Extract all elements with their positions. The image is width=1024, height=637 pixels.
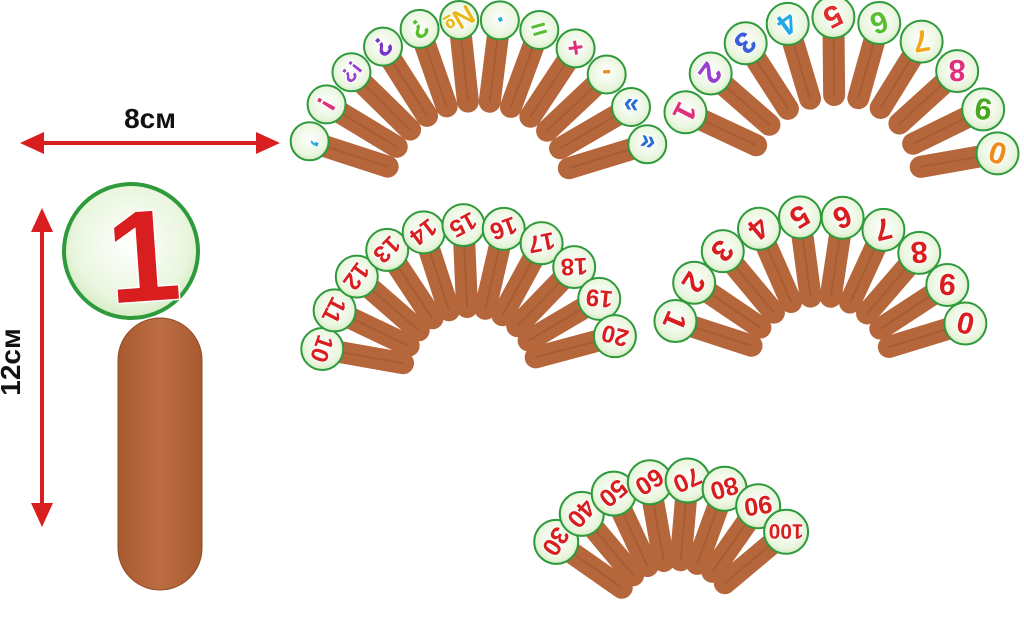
paddle-label: 90 (742, 489, 774, 521)
height-arrow-bottom-head (31, 503, 53, 527)
fan-sticks (298, 8, 659, 180)
main-paddle: 1 (62, 179, 203, 591)
paddle-label: 18 (560, 252, 588, 280)
paddle-disk (586, 54, 627, 95)
paddle-disk (899, 19, 944, 64)
paddle-label: 100 (769, 519, 804, 542)
paddle-disk (763, 508, 810, 555)
paddle-label: » (622, 90, 640, 122)
paddle-disk (306, 84, 347, 125)
paddle-disk (439, 0, 480, 40)
paddle-disk (975, 131, 1020, 176)
main-paddle-disk (62, 182, 200, 320)
height-label: 12см (0, 328, 26, 395)
paddle-disk (363, 26, 404, 67)
paddle-label: № (438, 0, 480, 41)
paddle-disk (943, 301, 988, 346)
width-arrow-left-head (20, 132, 44, 154)
paddle-disk (552, 245, 597, 290)
paddle-disk (289, 121, 330, 162)
paddle-disk (519, 221, 564, 266)
width-arrow-right-head (256, 132, 280, 154)
paddle-disk (334, 254, 379, 299)
paddle-disk (611, 87, 652, 128)
paddle-disk (861, 207, 906, 252)
paddle-disk (961, 87, 1006, 132)
paddle-label: 19 (585, 283, 614, 313)
paddle-disk (857, 1, 902, 46)
paddle-disk (811, 0, 856, 40)
paddle-label: 8 (948, 53, 965, 87)
paddle-disk (481, 206, 526, 251)
paddle-label: 7 (910, 22, 932, 58)
paddle-label: - (602, 58, 612, 89)
paddle-label: 8 (909, 234, 929, 269)
paddle-disk (365, 227, 410, 272)
paddle-label: 9 (973, 90, 995, 126)
paddle-disk (688, 51, 733, 96)
paddle-disk (519, 9, 560, 50)
paddle-disk (663, 90, 708, 135)
main-paddle-stick (117, 317, 203, 591)
width-label: 8см (124, 103, 176, 134)
paddle-disk (765, 1, 810, 46)
paddle-disk (592, 314, 637, 359)
paddle-disk (399, 8, 440, 49)
paddle-disk (331, 52, 372, 93)
fan-disks: ’!!???№·=+-»« (289, 0, 668, 165)
fan-punctuation: ’!!???№·=+-»« (289, 0, 668, 180)
paddle-disk (312, 288, 357, 333)
paddle-disk (925, 262, 970, 307)
paddle-label: + (565, 31, 586, 64)
main-paddle-number: 1 (102, 181, 184, 332)
paddle-disk (577, 276, 622, 321)
paddle-disk (820, 195, 865, 240)
paddle-label: 17 (526, 226, 558, 258)
paddle-label: 9 (938, 266, 957, 301)
paddle-disk (653, 299, 698, 344)
paddle-disk (935, 49, 980, 94)
paddle-disk (627, 124, 668, 165)
paddle-disk (479, 0, 520, 41)
paddle-disk (723, 21, 768, 66)
height-dimension: 12см (0, 208, 53, 527)
paddle-disk (700, 229, 745, 274)
paddle-disk (736, 206, 781, 251)
paddle-disk (555, 28, 596, 69)
height-arrow-top-head (31, 208, 53, 232)
paddle-disk (672, 260, 717, 305)
width-dimension: 8см (20, 103, 280, 154)
paddle-disk (897, 230, 942, 275)
